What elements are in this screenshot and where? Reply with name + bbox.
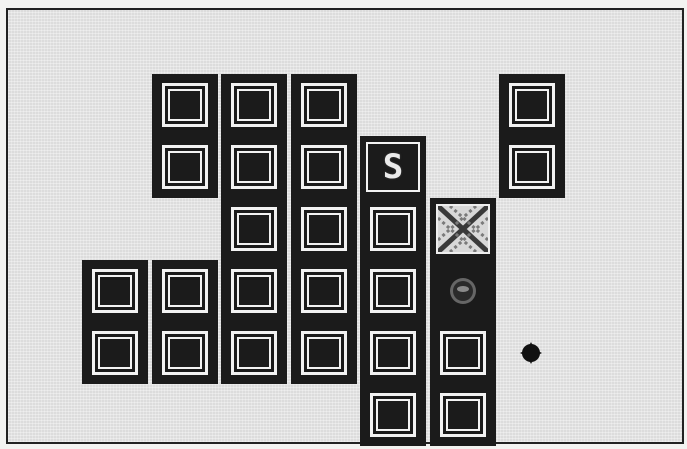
board-tile[interactable] bbox=[430, 384, 496, 446]
board-tile[interactable] bbox=[152, 260, 218, 322]
board-tile[interactable] bbox=[360, 322, 426, 384]
board-tile[interactable] bbox=[360, 260, 426, 322]
board-tile[interactable] bbox=[221, 136, 287, 198]
board-tile[interactable] bbox=[291, 322, 357, 384]
tile-frame bbox=[301, 331, 347, 375]
tile-letter: S bbox=[383, 150, 403, 184]
board-tile[interactable] bbox=[291, 260, 357, 322]
board-tile[interactable] bbox=[221, 260, 287, 322]
tile-frame bbox=[92, 269, 138, 313]
tile-frame bbox=[231, 83, 277, 127]
tile-frame bbox=[162, 331, 208, 375]
board-tile[interactable] bbox=[291, 136, 357, 198]
tile-frame bbox=[162, 269, 208, 313]
tile-frame bbox=[509, 83, 555, 127]
board-tile[interactable] bbox=[82, 260, 148, 322]
board-tile[interactable] bbox=[360, 198, 426, 260]
board-tile[interactable] bbox=[152, 74, 218, 136]
board-tile[interactable] bbox=[152, 322, 218, 384]
tile-frame bbox=[231, 145, 277, 189]
tile-frame bbox=[509, 145, 555, 189]
board-tile[interactable] bbox=[82, 322, 148, 384]
tile-frame bbox=[370, 331, 416, 375]
tile-frame bbox=[370, 207, 416, 251]
ball-tile[interactable] bbox=[430, 260, 496, 322]
tile-frame bbox=[301, 269, 347, 313]
tile-frame bbox=[370, 393, 416, 437]
tile-frame bbox=[162, 145, 208, 189]
tile-frame bbox=[301, 83, 347, 127]
tile-frame bbox=[440, 331, 486, 375]
diagonal-pattern-icon bbox=[436, 204, 490, 254]
cursor-dot-icon bbox=[520, 342, 542, 364]
tile-frame bbox=[162, 83, 208, 127]
board-tile[interactable] bbox=[291, 74, 357, 136]
tile-frame bbox=[440, 393, 486, 437]
tile-frame bbox=[301, 145, 347, 189]
board-tile[interactable] bbox=[221, 74, 287, 136]
tile-frame bbox=[231, 331, 277, 375]
tile-frame bbox=[92, 331, 138, 375]
game-screen: S bbox=[6, 8, 684, 444]
board-tile[interactable] bbox=[221, 198, 287, 260]
board-tile[interactable] bbox=[430, 322, 496, 384]
board-tile[interactable] bbox=[499, 74, 565, 136]
letter-s-label: S bbox=[360, 136, 426, 198]
board-tile[interactable] bbox=[291, 198, 357, 260]
board-tile[interactable] bbox=[499, 136, 565, 198]
tile-frame bbox=[370, 269, 416, 313]
board-tile[interactable] bbox=[152, 136, 218, 198]
tile-frame bbox=[231, 207, 277, 251]
ball-icon bbox=[430, 260, 496, 322]
board-tile[interactable] bbox=[221, 322, 287, 384]
letter-tile[interactable]: S bbox=[360, 136, 426, 198]
tile-frame bbox=[231, 269, 277, 313]
tile-frame bbox=[301, 207, 347, 251]
diagonal-pattern-tile[interactable] bbox=[430, 198, 496, 260]
board-tile[interactable] bbox=[360, 384, 426, 446]
